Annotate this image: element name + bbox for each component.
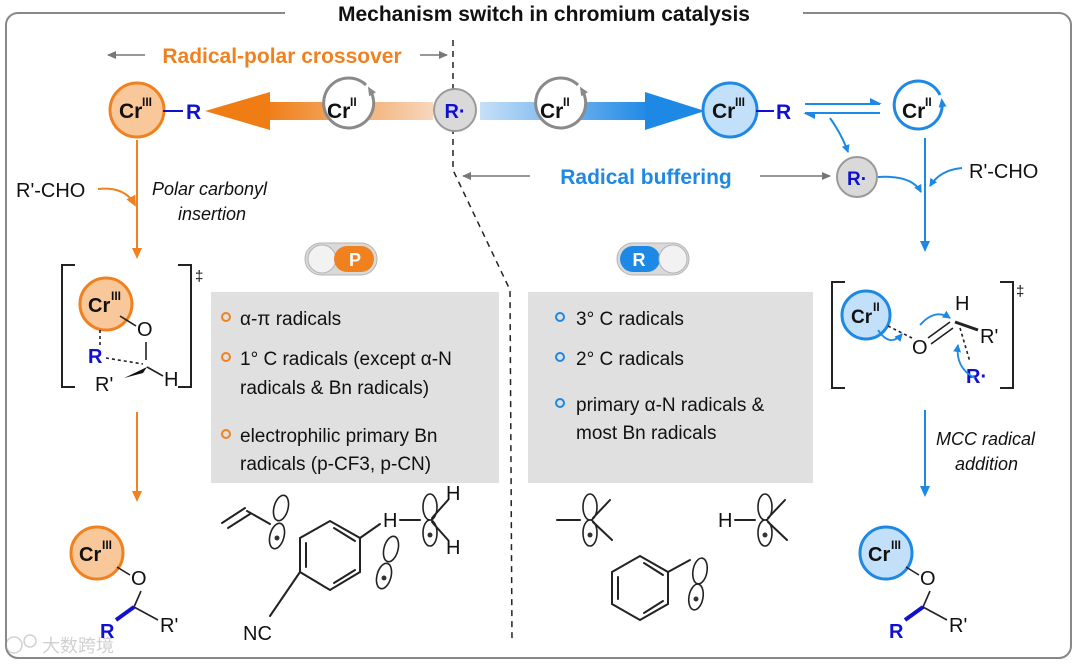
step-label-mcc-line2: addition [955, 454, 1018, 474]
svg-text:H: H [718, 510, 732, 532]
svg-text:II: II [873, 300, 880, 314]
aldehyde-right: R'-CHO [969, 161, 1038, 183]
polar-item-2-line2: radicals & Bn radicals) [240, 378, 429, 399]
cr3-r-left: Cr III R [108, 81, 201, 139]
svg-text:H: H [446, 483, 460, 505]
svg-text:Cr: Cr [327, 100, 350, 123]
transition-state-right: ‡ Cr II O H R' R· [831, 281, 1024, 389]
svg-text:II: II [350, 95, 357, 109]
cr2-blue-right: Cr II [892, 79, 947, 135]
r-radical-right: R· [836, 156, 878, 198]
svg-text:R: R [633, 250, 646, 270]
svg-text:R': R' [980, 326, 998, 348]
heading-radical-buffering: Radical buffering [560, 166, 732, 189]
svg-text:II: II [563, 95, 570, 109]
svg-text:Cr: Cr [79, 544, 101, 566]
svg-text:Cr: Cr [851, 307, 873, 328]
radical-item-3-line1: primary α-N radicals & [576, 395, 765, 416]
svg-text:III: III [102, 538, 112, 552]
svg-text:R: R [889, 621, 904, 643]
svg-text:Cr: Cr [88, 295, 110, 317]
tert-butyl-radical-structure [556, 493, 613, 547]
polar-item-2-line1: 1° C radicals (except α-N [240, 349, 452, 370]
polar-item-1: α-π radicals [240, 309, 341, 330]
cr2-gray-left: Cr II [322, 76, 377, 130]
step-label-mcc-line1: MCC radical [936, 429, 1036, 449]
radical-item-2: 2° C radicals [576, 349, 684, 370]
svg-text:H: H [446, 537, 460, 559]
svg-text:III: III [142, 95, 152, 109]
radical-item-3-line2: most Bn radicals [576, 423, 716, 444]
svg-text:Cr: Cr [119, 100, 142, 123]
methyl-radical-structure: H H H [383, 483, 460, 559]
orange-arrow-head [205, 92, 270, 130]
svg-text:P: P [349, 250, 361, 270]
svg-text:O: O [920, 568, 936, 590]
polar-item-3-line1: electrophilic primary Bn [240, 426, 437, 447]
polar-list: α-π radicals 1° C radicals (except α-N r… [221, 309, 452, 475]
watermark: 大数跨境 [5, 634, 114, 656]
svg-text:R: R [88, 346, 103, 368]
svg-text:NC: NC [243, 623, 272, 645]
svg-text:H: H [164, 369, 178, 391]
r-radical-center: R· [433, 88, 477, 132]
cr3-r-right: Cr III R [701, 81, 791, 139]
svg-text:‡: ‡ [1016, 283, 1024, 300]
svg-text:Cr: Cr [868, 544, 890, 566]
aldehyde-left: R'-CHO [16, 180, 85, 202]
product-left: Cr III O R R' [69, 525, 178, 643]
polar-item-3-line2: radicals (p-CF3, p-CN) [240, 454, 431, 475]
heading-radical-polar-crossover: Radical-polar crossover [162, 45, 401, 68]
svg-text:R·: R· [847, 169, 867, 190]
cr2-gray-right: Cr II [534, 76, 589, 130]
transition-state-left: ‡ Cr III O R R' H [61, 264, 203, 396]
svg-text:O: O [137, 319, 153, 341]
frame-title: Mechanism switch in chromium catalysis [338, 3, 750, 26]
polar-panel [211, 292, 499, 483]
svg-text:O: O [912, 337, 928, 359]
svg-text:III: III [735, 95, 745, 109]
svg-text:R·: R· [444, 101, 465, 123]
isopropyl-radical-structure: H [718, 493, 788, 547]
radical-list: 3° C radicals 2° C radicals primary α-N … [555, 309, 765, 444]
step-label-polar-line2: insertion [178, 204, 246, 224]
allyl-radical-structure [221, 494, 290, 550]
cyanobenzyl-radical-structure: NC [243, 519, 400, 645]
svg-text:O: O [131, 568, 147, 590]
blue-arrow-head [645, 92, 705, 130]
svg-text:R': R' [95, 374, 113, 396]
svg-text:R': R' [160, 615, 178, 637]
svg-text:R': R' [949, 615, 967, 637]
toggle-polar: P [304, 242, 378, 276]
svg-text:Cr: Cr [540, 100, 563, 123]
svg-text:Cr: Cr [712, 100, 735, 123]
benzyl-radical-structure [611, 554, 709, 622]
svg-text:R·: R· [966, 366, 987, 388]
radical-panel [528, 292, 813, 483]
svg-text:II: II [925, 95, 932, 109]
svg-text:H: H [955, 293, 969, 315]
svg-text:‡: ‡ [195, 268, 203, 285]
svg-text:H: H [383, 510, 397, 532]
svg-text:III: III [891, 538, 901, 552]
radical-item-1: 3° C radicals [576, 309, 684, 330]
svg-text:R: R [100, 621, 115, 643]
svg-text:R: R [186, 101, 201, 124]
svg-text:III: III [111, 289, 121, 303]
svg-text:R: R [776, 101, 791, 124]
svg-text:Cr: Cr [902, 100, 925, 123]
product-right: Cr III O R R' [858, 525, 967, 643]
svg-text:大数跨境: 大数跨境 [42, 636, 114, 656]
toggle-radical: R [616, 242, 690, 276]
step-label-polar-line1: Polar carbonyl [152, 179, 268, 199]
